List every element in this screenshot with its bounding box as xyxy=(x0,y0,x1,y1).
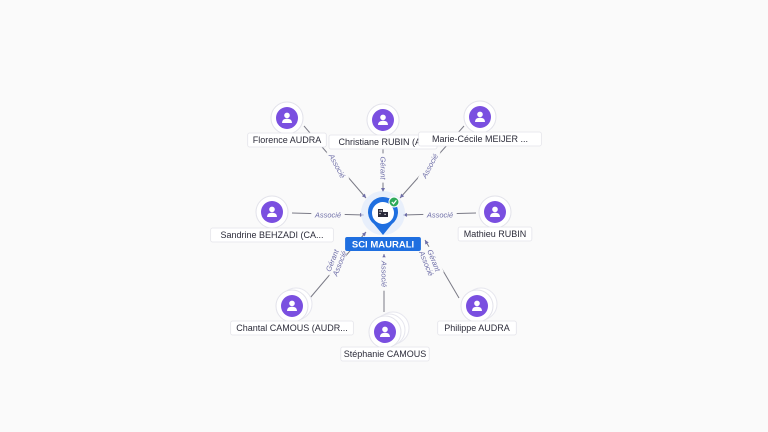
person-name-text: Mathieu RUBIN xyxy=(464,229,527,239)
edge-arrow-mathieu-rubin xyxy=(403,212,408,217)
edge-label-christiane-rubin-au: Gérant xyxy=(379,153,388,183)
center-node[interactable]: SCI MAURALI xyxy=(345,191,421,251)
person-name-philippe-audra[interactable]: Philippe AUDRA xyxy=(437,320,517,336)
person-node-christiane-rubin-au[interactable] xyxy=(366,103,400,137)
nodes-layer: Florence AUDRA Christiane RUBIN (AU Marie-… xyxy=(210,100,542,362)
person-icon xyxy=(267,206,277,217)
edge-label-text: Gérant xyxy=(379,157,388,181)
person-name-florence-audra[interactable]: Florence AUDRA xyxy=(247,132,327,148)
person-name-text: Marie-Cécile MEIJER ... xyxy=(432,134,528,144)
person-name-stephanie-camous[interactable]: Stéphanie CAMOUS xyxy=(340,346,430,362)
person-node-stephanie-camous[interactable] xyxy=(368,311,410,349)
person-icon xyxy=(287,300,297,311)
edge-label-text: Associé xyxy=(426,211,453,220)
person-name-chantal-camous-audr[interactable]: Chantal CAMOUS (AUDR... xyxy=(230,320,354,336)
person-icon xyxy=(378,114,388,125)
building-icon xyxy=(378,209,388,217)
edge-arrow-philippe-audra xyxy=(425,240,429,245)
person-icon xyxy=(490,206,500,217)
person-node-mathieu-rubin[interactable] xyxy=(478,195,512,229)
person-node-sandrine-behzadi-ca[interactable] xyxy=(255,195,289,229)
person-name-text: Sandrine BEHZADI (CA... xyxy=(220,230,323,240)
person-node-chantal-camous-audr[interactable] xyxy=(275,287,313,323)
edge-arrow-florence-audra xyxy=(361,193,366,198)
person-name-text: Philippe AUDRA xyxy=(444,323,510,333)
edge-label-sandrine-behzadi-ca: Associé xyxy=(311,210,345,220)
person-node-philippe-audra[interactable] xyxy=(460,287,498,323)
person-node-marie-cecile-meijer[interactable] xyxy=(463,100,497,134)
edge-arrow-stephanie-camous xyxy=(382,254,386,258)
person-icon xyxy=(475,111,485,122)
edge-arrow-chantal-camous-audr xyxy=(361,232,366,237)
company-name-text: SCI MAURALI xyxy=(352,240,414,251)
check-icon xyxy=(388,196,400,208)
person-name-text: Stéphanie CAMOUS xyxy=(344,349,427,359)
person-name-marie-cecile-meijer[interactable]: Marie-Cécile MEIJER ... xyxy=(418,131,542,147)
person-node-florence-audra[interactable] xyxy=(270,101,304,135)
person-name-mathieu-rubin[interactable]: Mathieu RUBIN xyxy=(457,226,533,242)
edge-label-florence-audra: Associé xyxy=(326,148,350,183)
person-name-text: Christiane RUBIN (AU xyxy=(338,137,427,147)
person-name-text: Chantal CAMOUS (AUDR... xyxy=(236,323,348,333)
person-icon xyxy=(282,112,292,123)
edge-label-text: Associé xyxy=(380,260,389,287)
edge-label-text: Associé xyxy=(314,211,341,220)
edge-label-stephanie-camous: Associé xyxy=(380,257,389,291)
edge-label-text: Associé xyxy=(419,152,440,180)
edge-arrow-christiane-rubin-au xyxy=(381,188,385,192)
edge-label-mathieu-rubin: Associé xyxy=(423,210,457,220)
edge-arrow-marie-cecile-meijer xyxy=(400,193,405,198)
person-icon xyxy=(380,326,390,337)
person-name-sandrine-behzadi-ca[interactable]: Sandrine BEHZADI (CA... xyxy=(210,227,334,243)
edge-label-text: Associé xyxy=(326,151,347,179)
person-name-text: Florence AUDRA xyxy=(253,135,322,145)
person-icon xyxy=(472,300,482,311)
edge-label-marie-cecile-meijer: Associé xyxy=(417,148,441,183)
company-name-label[interactable]: SCI MAURALI xyxy=(345,237,421,251)
